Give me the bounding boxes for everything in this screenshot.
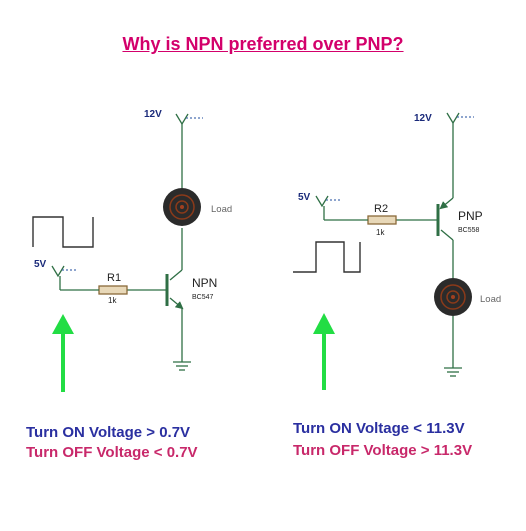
npn-load-label: Load	[211, 204, 232, 215]
pnp-collector-lead	[440, 229, 454, 241]
resistor-r1-label: R1	[107, 272, 121, 284]
pnp-supply-terminal	[446, 112, 474, 125]
npn-collector-lead	[169, 269, 183, 281]
pnp-input-terminal	[315, 195, 342, 208]
npn-part-label: BC547	[192, 294, 214, 301]
npn-turn-on-text: Turn ON Voltage > 0.7V	[26, 424, 191, 441]
npn-signal-arrow-icon	[52, 314, 74, 392]
npn-supply-label: 12V	[144, 109, 162, 120]
pnp-part-label: BC558	[458, 227, 480, 234]
pnp-load-label: Load	[480, 294, 501, 305]
npn-input-label: 5V	[34, 259, 47, 270]
npn-supply-terminal	[175, 113, 203, 126]
pnp-input-label: 5V	[298, 192, 311, 203]
resistor-r1-value: 1k	[108, 296, 117, 305]
npn-load-motor-icon	[163, 188, 201, 226]
resistor-r2	[367, 215, 397, 225]
npn-emitter-lead	[169, 297, 184, 310]
resistor-r1	[98, 285, 128, 295]
pnp-signal-arrow-icon	[313, 313, 335, 390]
pnp-turn-on-text: Turn ON Voltage < 11.3V	[293, 420, 465, 437]
npn-input-terminal	[51, 265, 78, 278]
pnp-square-wave-icon	[293, 241, 361, 273]
npn-type-label: NPN	[192, 276, 217, 290]
pnp-ground-symbol	[444, 367, 462, 377]
pnp-circuit	[293, 112, 474, 377]
npn-circuit	[32, 113, 203, 371]
npn-turn-off-text: Turn OFF Voltage < 0.7V	[26, 444, 198, 461]
page-title: Why is NPN preferred over PNP?	[122, 34, 404, 54]
pnp-load-motor-icon	[434, 278, 472, 316]
pnp-type-label: PNP	[458, 209, 483, 223]
pnp-turn-off-text: Turn OFF Voltage > 11.3V	[293, 442, 473, 459]
resistor-r2-value: 1k	[376, 228, 385, 237]
npn-square-wave-icon	[32, 216, 94, 248]
npn-ground-symbol	[173, 361, 191, 371]
pnp-supply-label: 12V	[414, 113, 432, 124]
pnp-emitter-lead	[439, 197, 454, 210]
resistor-r2-label: R2	[374, 203, 388, 215]
